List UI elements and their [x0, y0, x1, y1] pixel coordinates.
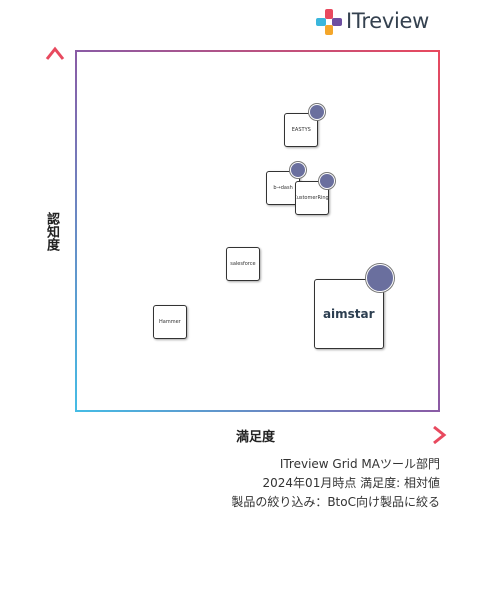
product-name: salesforce: [230, 260, 256, 267]
product-card[interactable]: aimstar: [313, 279, 384, 350]
product-name: CustomerRings: [296, 195, 329, 202]
itreview-logo: ITreview: [316, 6, 446, 36]
product-name: aimstar: [322, 307, 375, 322]
award-badge-icon: [319, 173, 336, 190]
grid-svg: [75, 50, 440, 412]
caption-line-1: ITreview Grid MAツール部門: [279, 457, 440, 471]
caption: ITreview Grid MAツール部門 2024年01月時点 満足度: 相対…: [231, 455, 440, 512]
quadrant-grid: [75, 50, 440, 412]
y-axis-label: 認知度: [44, 210, 59, 253]
product-card[interactable]: salesforce: [225, 246, 260, 281]
logo-mark-icon: [316, 9, 342, 35]
product-name: b→dash: [273, 184, 293, 191]
award-badge-icon: [365, 263, 394, 292]
logo-text: ITreview: [346, 9, 429, 33]
product-card[interactable]: Hammer: [152, 304, 187, 339]
grid-border: [75, 50, 440, 412]
product-name: EASTYS: [291, 126, 311, 133]
award-badge-icon: [290, 162, 307, 179]
product-name: Hammer: [159, 318, 181, 325]
caption-line-2: 2024年01月時点 満足度: 相対値: [262, 476, 440, 490]
x-axis-label: 満足度: [232, 426, 280, 445]
caption-line-3: 製品の絞り込み：BtoC向け製品に絞る: [231, 495, 440, 509]
award-badge-icon: [308, 104, 325, 121]
